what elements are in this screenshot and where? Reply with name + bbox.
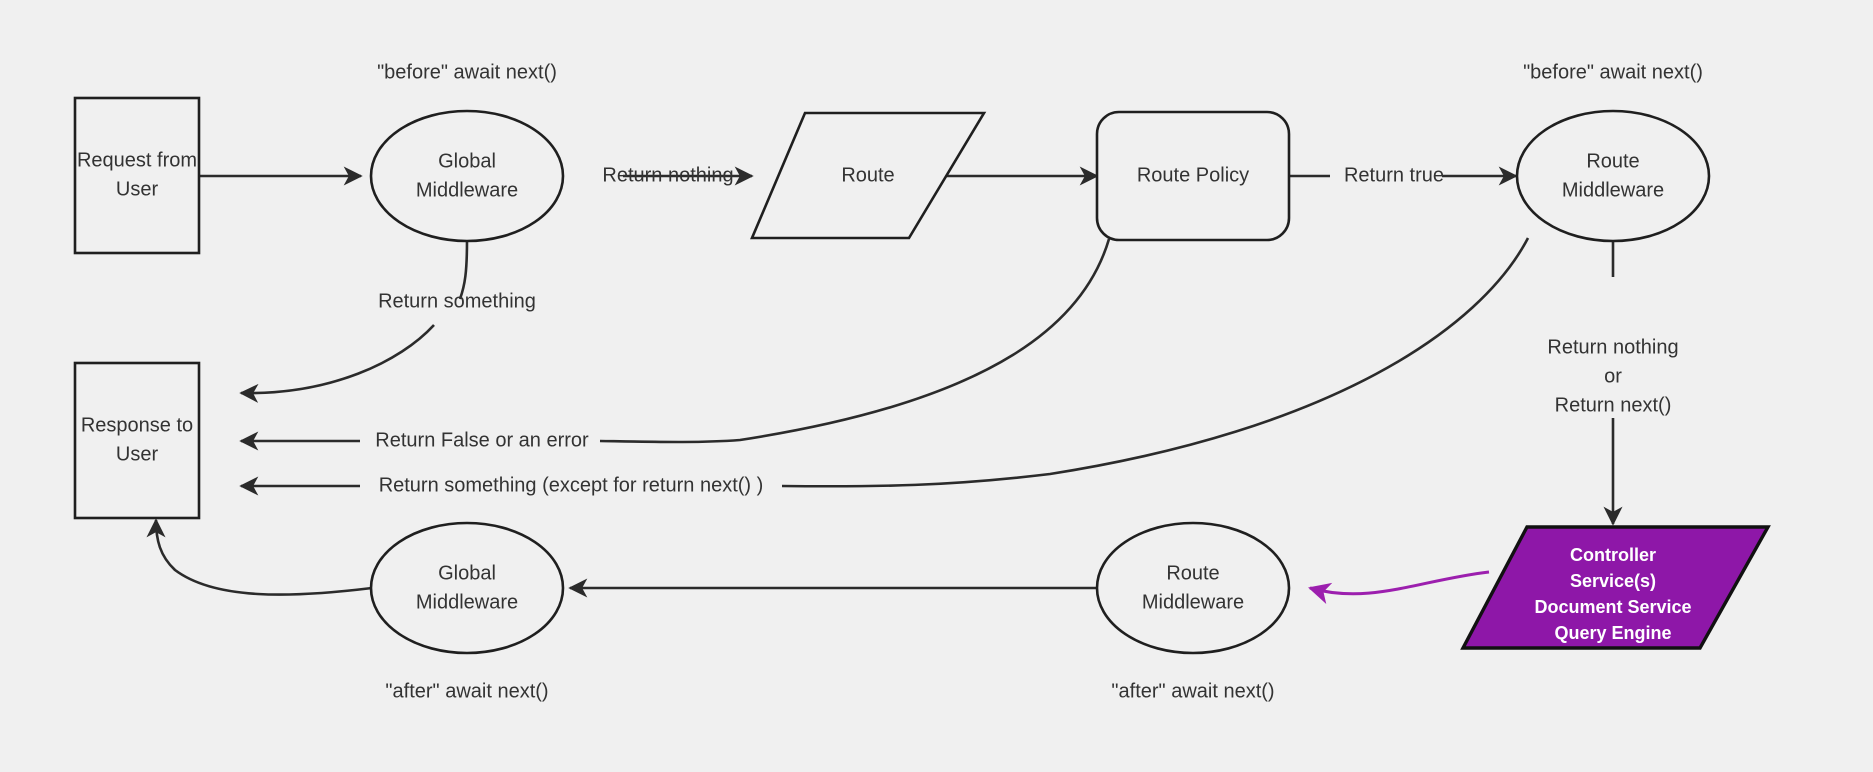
edge-label-return-nothing-or-next-line3: Return next(): [1555, 394, 1672, 416]
node-route-middleware-after-line2: Middleware: [1142, 591, 1244, 613]
annotation-after-route-middleware: "after" await next(): [1111, 680, 1274, 702]
node-request-from-user[interactable]: Request from User: [73, 96, 201, 255]
node-global-middleware-after[interactable]: Global Middleware: [369, 521, 565, 655]
node-response-to-user[interactable]: Response to User: [73, 361, 201, 520]
edge-global-middleware-after-to-response: [146, 518, 373, 596]
node-route-policy-label: Route Policy: [1137, 164, 1249, 186]
edge-controller-to-route-middleware-after: [1308, 570, 1490, 605]
node-global-middleware-before-line2: Middleware: [416, 179, 518, 201]
node-controller-services-line4: Query Engine: [1554, 623, 1671, 643]
node-request-from-user-line1: Request from: [77, 149, 197, 171]
annotation-after-global-middleware: "after" await next(): [385, 680, 548, 702]
node-global-middleware-before-line1: Global: [438, 150, 496, 172]
edge-route-policy-return-false-curve: [599, 238, 1111, 444]
edge-label-return-true: Return true: [1344, 164, 1444, 186]
node-route-middleware-before-line1: Route: [1586, 150, 1639, 172]
node-route-middleware-after[interactable]: Route Middleware: [1095, 521, 1291, 655]
edge-label-return-nothing-or-next-line1: Return nothing: [1547, 336, 1678, 358]
edge-global-middleware-return-something-lower: [239, 324, 435, 403]
edge-label-return-nothing-or-next-line2: or: [1604, 365, 1622, 387]
edge-label-return-something: Return something: [378, 290, 536, 312]
node-controller-services-line2: Service(s): [1570, 571, 1656, 591]
node-route-policy[interactable]: Route Policy: [1095, 110, 1291, 242]
node-route-label: Route: [841, 164, 894, 186]
node-route-middleware-before[interactable]: Route Middleware: [1515, 109, 1711, 243]
annotation-before-global-middleware: "before" await next(): [377, 61, 557, 83]
node-global-middleware-before[interactable]: Global Middleware: [369, 109, 565, 243]
annotation-before-route-middleware: "before" await next(): [1523, 61, 1703, 83]
node-request-from-user-line2: User: [116, 178, 159, 200]
edge-route-middleware-return-something-curve: [781, 237, 1530, 488]
edge-label-return-something-except: Return something (except for return next…: [379, 474, 764, 496]
node-route[interactable]: Route: [750, 111, 987, 240]
edge-global-middleware-return-something-upper: [458, 239, 469, 300]
node-route-middleware-before-line2: Middleware: [1562, 179, 1664, 201]
edge-label-return-false-or-error: Return False or an error: [375, 429, 589, 451]
node-global-middleware-after-line1: Global: [438, 562, 496, 584]
node-route-middleware-after-line1: Route: [1166, 562, 1219, 584]
edge-label-return-nothing: Return nothing: [602, 164, 733, 186]
node-controller-services-line3: Document Service: [1534, 597, 1691, 617]
node-controller-services-line1: Controller: [1570, 545, 1656, 565]
node-response-to-user-line2: User: [116, 443, 159, 465]
node-controller-services[interactable]: Controller Service(s) Document Service Q…: [1460, 525, 1771, 650]
node-global-middleware-after-line2: Middleware: [416, 591, 518, 613]
node-response-to-user-line1: Response to: [81, 414, 193, 436]
